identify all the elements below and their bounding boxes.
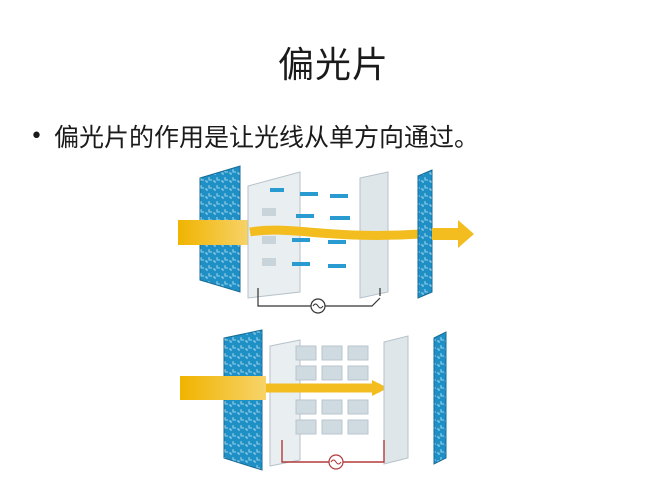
rear-polarizer-panel [433, 331, 447, 465]
top-diagram [178, 165, 474, 314]
glass-cell-back [383, 335, 409, 465]
glass-cell [247, 171, 301, 299]
liquid-crystal-molecules [295, 345, 369, 435]
light-arrow-out [432, 220, 474, 248]
slide-title: 偏光片 [277, 45, 389, 86]
light-beam-in [178, 220, 250, 245]
ac-wave-icon [312, 303, 324, 309]
light-beam-in [180, 376, 266, 400]
bullet-marker: • [30, 123, 43, 149]
light-arrow-stop [372, 380, 388, 396]
liquid-crystal-molecules [262, 188, 350, 268]
glass-cell [269, 339, 301, 467]
rear-polarizer-panel [417, 169, 433, 299]
bottom-diagram [180, 329, 447, 471]
bullet-item: • 偏光片的作用是让光线从单方向通过。 [30, 118, 650, 154]
light-path-twist [249, 225, 421, 240]
ac-wave-icon [330, 459, 342, 465]
bullet-text: 偏光片的作用是让光线从单方向通过。 [54, 123, 480, 152]
